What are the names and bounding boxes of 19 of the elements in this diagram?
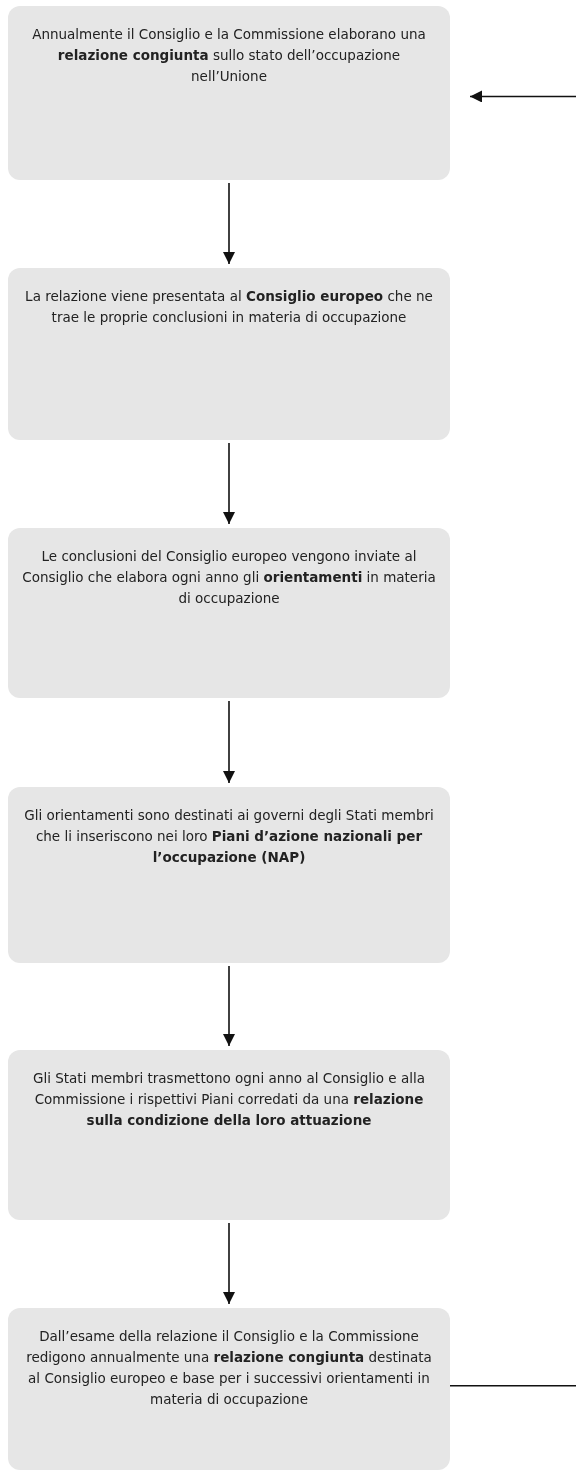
connector-line [449,1384,576,1387]
arrow [223,700,235,784]
step-text: Annualmente il Consiglio e la Commissione elaborano una relazione congiunta sullo stato dell’occupazione nell’Unione [31,25,427,86]
step-text: Gli orientamenti sono destinati ai governi degli Stati membri che li inseriscono nei loro Piani d’azione nazionali per l’occupazione (NAP) [23,806,435,867]
process-box [8,1050,450,1220]
process-box [8,528,450,698]
step-text: Dall’esame della relazione il Consiglio e la Commissione redigono annualmente una relazione congiunta destinata al Consiglio europeo e base per i successivi orientamenti in materia di occupazione [25,1327,433,1409]
arrow [469,90,576,103]
process-box [8,268,450,440]
step-text: Gli Stati membri trasmettono ogni anno al Consiglio e alla Commissione i rispettivi Piani corredati da una relazione sulla condizione della loro attuazione [32,1069,426,1130]
arrow [223,182,235,265]
process-box [8,1308,450,1470]
step-text: La relazione viene presentata al Consiglio europeo che ne trae le proprie conclusioni in materia di occupazione [24,287,434,327]
process-box [8,6,450,180]
arrow [223,1222,235,1305]
arrow [223,442,235,525]
process-box [8,787,450,963]
arrow [223,965,235,1047]
step-text: Le conclusioni del Consiglio europeo vengono inviate al Consiglio che elabora ogni anno gli orientamenti in materia di occupazione [22,547,436,608]
